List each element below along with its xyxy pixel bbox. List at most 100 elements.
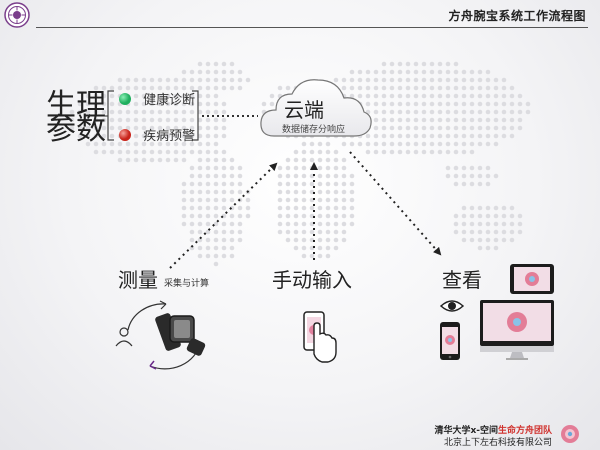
map-dot — [437, 109, 443, 115]
map-dot — [469, 165, 475, 171]
map-dot — [149, 109, 155, 115]
map-dot — [189, 245, 195, 251]
map-dot — [197, 237, 203, 243]
map-dot — [157, 133, 163, 139]
map-dot — [469, 93, 475, 99]
map-dot — [485, 245, 491, 251]
map-dot — [469, 181, 475, 187]
map-dot — [341, 173, 347, 179]
map-dot — [309, 253, 315, 259]
map-dot — [285, 173, 291, 179]
map-dot — [293, 181, 299, 187]
map-dot — [453, 173, 459, 179]
map-dot — [397, 141, 403, 147]
map-dot — [221, 245, 227, 251]
map-dot — [493, 77, 499, 83]
map-dot — [221, 197, 227, 203]
map-dot — [429, 149, 435, 155]
map-dot — [477, 77, 483, 83]
map-dot — [341, 237, 347, 243]
map-dot — [445, 141, 451, 147]
map-dot — [213, 237, 219, 243]
map-dot — [469, 117, 475, 123]
map-dot — [117, 157, 123, 163]
map-dot — [277, 173, 283, 179]
map-dot — [309, 205, 315, 211]
map-dot — [213, 157, 219, 163]
map-dot — [149, 117, 155, 123]
map-dot — [173, 157, 179, 163]
map-dot — [469, 133, 475, 139]
map-dot — [101, 117, 107, 123]
map-dot — [277, 197, 283, 203]
map-dot — [493, 85, 499, 91]
map-dot — [69, 117, 75, 123]
map-dot — [429, 61, 435, 67]
map-dot — [493, 125, 499, 131]
map-dot — [285, 229, 291, 235]
map-dot — [445, 101, 451, 107]
map-dot — [501, 101, 507, 107]
map-dot — [133, 141, 139, 147]
map-dot — [117, 125, 123, 131]
map-dot — [205, 189, 211, 195]
map-dot — [445, 165, 451, 171]
map-dot — [117, 117, 123, 123]
map-dot — [205, 245, 211, 251]
map-dot — [341, 85, 347, 91]
map-dot — [437, 141, 443, 147]
map-dot — [149, 101, 155, 107]
map-dot — [181, 213, 187, 219]
map-dot — [325, 253, 331, 259]
map-dot — [117, 141, 123, 147]
map-dot — [301, 221, 307, 227]
map-dot — [189, 69, 195, 75]
map-dot — [117, 77, 123, 83]
map-dot — [469, 229, 475, 235]
map-dot — [469, 125, 475, 131]
map-dot — [149, 133, 155, 139]
measure-cycle-illustration — [115, 300, 206, 370]
map-dot — [517, 213, 523, 219]
map-dot — [117, 85, 123, 91]
map-dot — [125, 141, 131, 147]
map-dot — [357, 93, 363, 99]
map-dot — [85, 109, 91, 115]
map-dot — [389, 77, 395, 83]
map-dot — [405, 141, 411, 147]
map-dot — [165, 125, 171, 131]
map-dot — [317, 229, 323, 235]
map-dot — [365, 93, 371, 99]
footer-company: 北京上下左右科技有限公司 — [443, 438, 552, 448]
map-dot — [461, 93, 467, 99]
map-dot — [413, 109, 419, 115]
map-dot — [133, 109, 139, 115]
map-dot — [277, 85, 283, 91]
params-cloud-connector — [202, 115, 258, 117]
map-dot — [229, 213, 235, 219]
cloud-title: 云端 — [284, 98, 324, 122]
map-dot — [453, 109, 459, 115]
map-dot — [365, 77, 371, 83]
map-dot — [461, 69, 467, 75]
map-dot — [221, 117, 227, 123]
map-dot — [429, 69, 435, 75]
map-dot — [413, 85, 419, 91]
map-dot — [181, 157, 187, 163]
map-dot — [501, 125, 507, 131]
map-dot — [493, 133, 499, 139]
map-dot — [101, 149, 107, 155]
map-dot — [453, 85, 459, 91]
map-dot — [461, 101, 467, 107]
map-dot — [173, 109, 179, 115]
map-dot — [149, 125, 155, 131]
map-dot — [309, 149, 315, 155]
map-dot — [317, 245, 323, 251]
map-dot — [357, 77, 363, 83]
map-dot — [461, 149, 467, 155]
map-dot — [461, 109, 467, 115]
map-dot — [293, 165, 299, 171]
map-dot — [149, 93, 155, 99]
map-dot — [181, 133, 187, 139]
map-dot — [501, 77, 507, 83]
